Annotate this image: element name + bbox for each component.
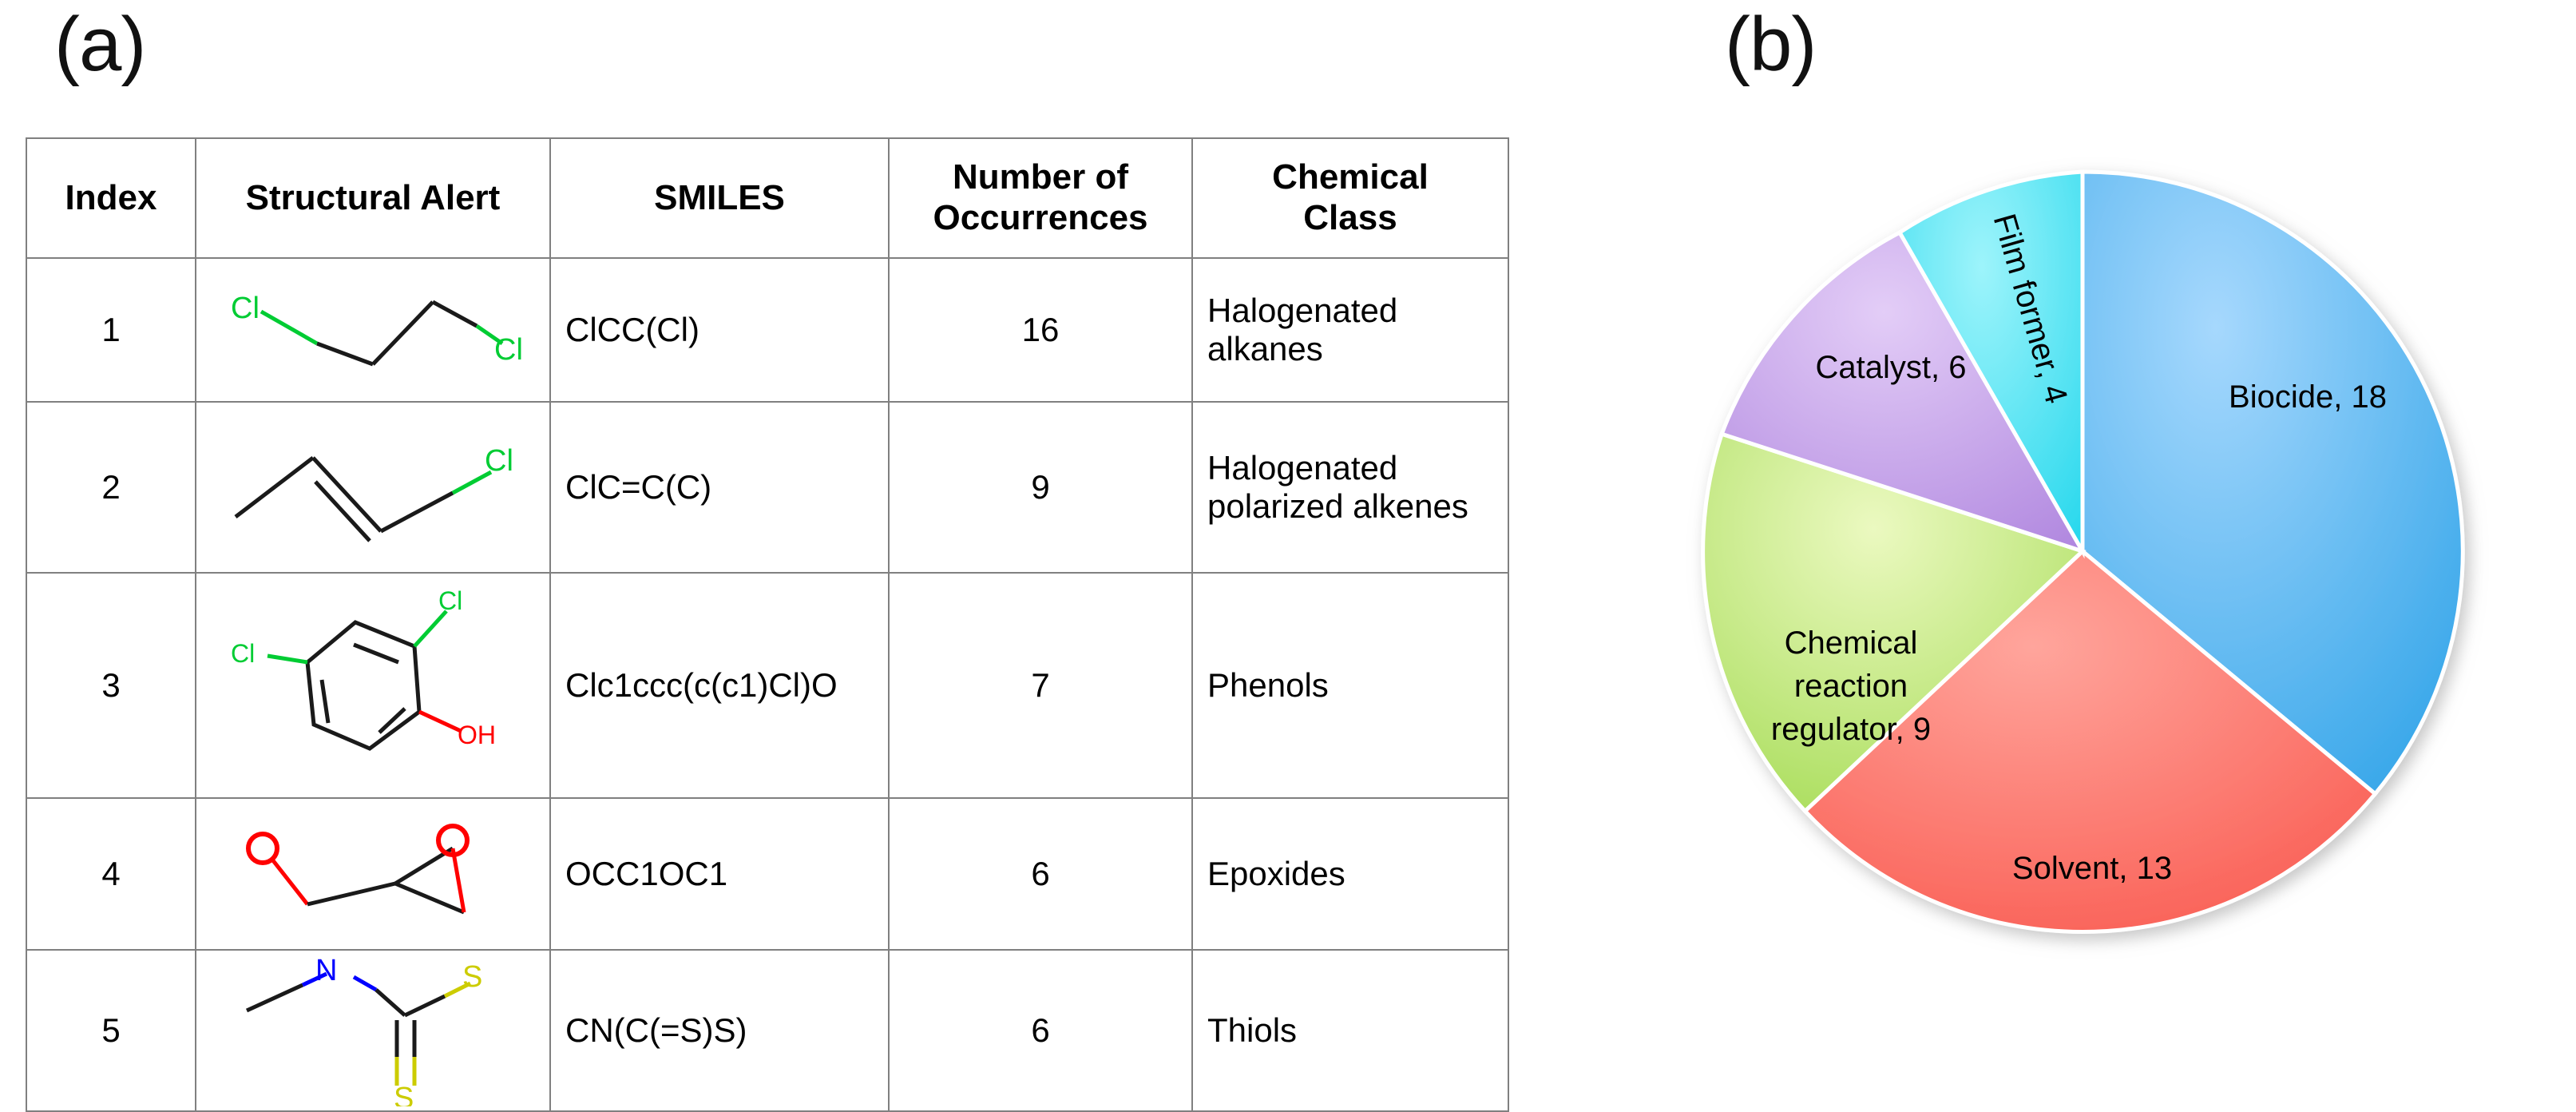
chemical-function-pie-chart: Biocide, 18 Solvent, 13 Chemical reactio… [1645,72,2555,1054]
structural-alert-table: Index Structural Alert SMILES Number of … [26,137,1509,1112]
cell-chemical-class: Halogenated polarized alkenes [1191,401,1509,574]
cell-index: 2 [26,401,196,574]
cell-smiles: ClCC(Cl) [549,257,890,403]
pie-label-crr-line1: Chemical [1785,626,1918,661]
table-header-row: Index Structural Alert SMILES Number of … [26,137,1509,259]
pie-label-solvent: Solvent, 13 [2012,851,2172,886]
cell-index: 1 [26,257,196,403]
chloroalkene-structure-icon: Cl [234,444,513,542]
dichlorophenol-structure-icon: Cl Cl OH [231,586,496,751]
cell-smiles: Clc1ccc(c(c1)Cl)O [549,572,890,799]
cell-occurrences: 6 [888,949,1193,1112]
header-occurrences-line2: Occurrences [933,198,1148,237]
cell-index: 5 [26,949,196,1112]
svg-text:Cl: Cl [494,333,523,367]
cell-occurrences: 7 [888,572,1193,799]
cell-chemical-class: Halogenated alkanes [1191,257,1509,403]
panel-a-label: (a) [54,2,146,87]
epoxide-structure-icon [246,824,470,915]
cell-chemical-class: Thiols [1191,949,1509,1112]
pie-label-catalyst: Catalyst, 6 [1816,350,1967,385]
structural-alert-table-container: Index Structural Alert SMILES Number of … [26,137,1509,1112]
header-smiles: SMILES [549,137,890,259]
header-structural-alert: Structural Alert [195,137,551,259]
header-chemical-class-line2: Class [1303,198,1397,237]
cell-smiles: OCC1OC1 [549,797,890,951]
cell-occurrences: 9 [888,401,1193,574]
svg-text:S: S [462,960,482,994]
cell-structure [195,797,551,951]
cell-structure: Cl Cl [195,257,551,403]
cell-occurrences: 16 [888,257,1193,403]
cell-chemical-class: Epoxides [1191,797,1509,951]
svg-text:Cl: Cl [231,292,260,325]
cell-structure: Cl [195,401,551,574]
cell-structure: Cl Cl OH [195,572,551,799]
cell-smiles: ClC=C(C) [549,401,890,574]
cell-smiles: CN(C(=S)S) [549,949,890,1112]
cell-structure: N S S [195,949,551,1112]
pie-slice-solvent[interactable] [1801,548,2379,934]
svg-text:Cl: Cl [231,639,255,668]
pie-label-chemical-reaction-regulator: Chemical reaction regulator, 9 [1771,626,1931,747]
pie-slice-chemical-reaction-regulator[interactable] [1701,431,2087,814]
header-chemical-class-line1: Chemical [1272,157,1429,197]
header-chemical-class: Chemical Class [1191,137,1509,259]
cell-chemical-class: Phenols [1191,572,1509,799]
cell-index: 4 [26,797,196,951]
header-index: Index [26,137,196,259]
pie-slice-catalyst[interactable] [1718,229,2087,555]
dichloropropane-structure-icon: Cl Cl [231,292,523,367]
header-occurrences-line1: Number of [953,157,1128,197]
cell-occurrences: 6 [888,797,1193,951]
svg-text:S: S [394,1082,414,1106]
table-row: 3 Cl Cl [26,572,1509,799]
dithiocarbamate-structure-icon: N S S [245,955,482,1106]
pie-label-crr-line2: reaction [1794,669,1908,704]
header-number-of-occurrences: Number of Occurrences [888,137,1193,259]
table-row: 4 OCC1OC1 6 Epoxides [26,797,1509,951]
pie-label-crr-line3: regulator, 9 [1771,712,1931,747]
pie-slice-film-former[interactable] [1896,169,2085,559]
panel-b-label: (b) [1725,2,1817,87]
table-row: 1 Cl Cl ClCC(Cl) 16 Halogenated alkanes [26,257,1509,403]
pie-slice-biocide[interactable] [2080,169,2465,797]
svg-text:Cl: Cl [438,586,462,615]
cell-index: 3 [26,572,196,799]
table-row: 5 N S [26,949,1509,1112]
svg-text:Cl: Cl [485,444,513,478]
svg-text:N: N [315,955,337,987]
svg-text:OH: OH [458,721,496,749]
table-row: 2 Cl ClC=C(C) 9 Halogenated polarized al… [26,401,1509,574]
pie-label-biocide: Biocide, 18 [2229,379,2387,415]
pie-chart-svg: Biocide, 18 Solvent, 13 Chemical reactio… [1701,169,2465,934]
